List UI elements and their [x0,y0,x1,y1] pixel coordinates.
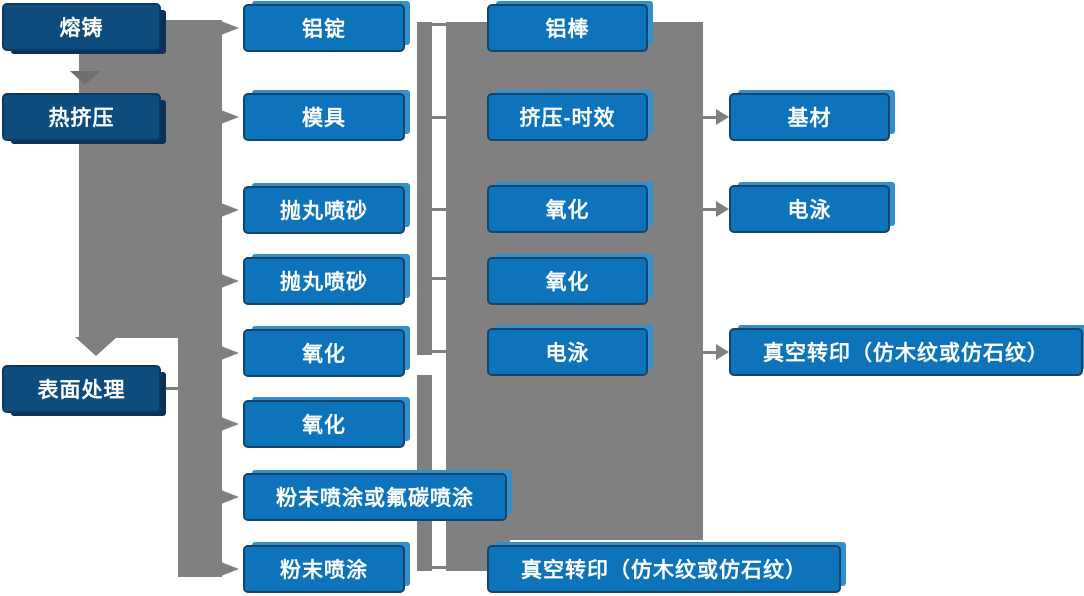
node-electrophoresis-1: 电泳 [487,328,648,376]
arrow-down-to-hot-extrusion-icon [70,71,100,85]
connector-tick-row1 [430,23,448,26]
node-vacuum-transfer-bottom: 真空转印（仿木纹或仿石纹） [487,545,841,593]
connector-strip-left-lower [178,338,222,577]
arrow-to-mold-icon [221,110,239,124]
arrow-to-shot-blasting-1-icon [221,203,239,217]
arrow-down-to-surface-treatment-icon [75,337,117,356]
node-oxidation-2: 氧化 [243,400,405,448]
arrow-to-aluminum-ingot-icon [221,21,239,35]
connector-tick-row8 [430,566,448,569]
connector-tick-row5 [430,350,448,353]
node-mold: 模具 [243,93,405,141]
arrow-to-electrophoresis-icon [716,201,729,217]
node-powder-or-fluorocarbon: 粉末喷涂或氟碳喷涂 [243,473,507,521]
connector-tick-row4 [430,277,448,280]
connector-band-left [79,20,222,338]
node-hot-extrusion: 热挤压 [2,93,161,141]
connector-tick-row3 [430,208,448,211]
node-aluminum-rod: 铝棒 [487,4,648,52]
arrow-to-powder-fluorocarbon-icon [221,490,239,504]
node-oxidation-1: 氧化 [243,329,405,377]
connector-shaft-vacuum-transfer [702,351,716,354]
node-shot-blasting-2: 抛丸喷砂 [243,257,405,305]
node-shot-blasting-1: 抛丸喷砂 [243,186,405,234]
arrow-to-oxidation-2-icon [221,417,239,431]
node-electrophoresis-2: 电泳 [729,185,890,233]
connector-tick-row2 [430,116,448,119]
connector-shaft-electrophoresis [702,208,716,211]
arrow-to-powder-coating-icon [221,562,239,576]
node-vacuum-transfer-right: 真空转印（仿木纹或仿石纹） [729,328,1083,376]
node-surface-treatment: 表面处理 [2,365,161,413]
arrow-to-oxidation-1-icon [221,346,239,360]
connector-surface-treatment-link [162,387,178,390]
arrow-to-substrate-icon [716,109,729,125]
node-substrate: 基材 [729,93,890,141]
node-melting-casting: 熔铸 [2,3,161,51]
node-extrusion-aging: 挤压-时效 [487,93,648,141]
node-aluminum-ingot: 铝锭 [243,4,405,52]
node-powder-coating: 粉末喷涂 [243,545,405,593]
connector-shaft-substrate [702,116,716,119]
connector-bar-middle-upper [417,22,432,355]
node-oxidation-3: 氧化 [487,185,648,233]
node-oxidation-4: 氧化 [487,257,648,305]
arrow-to-vacuum-transfer-icon [716,344,729,360]
arrow-to-shot-blasting-2-icon [221,274,239,288]
